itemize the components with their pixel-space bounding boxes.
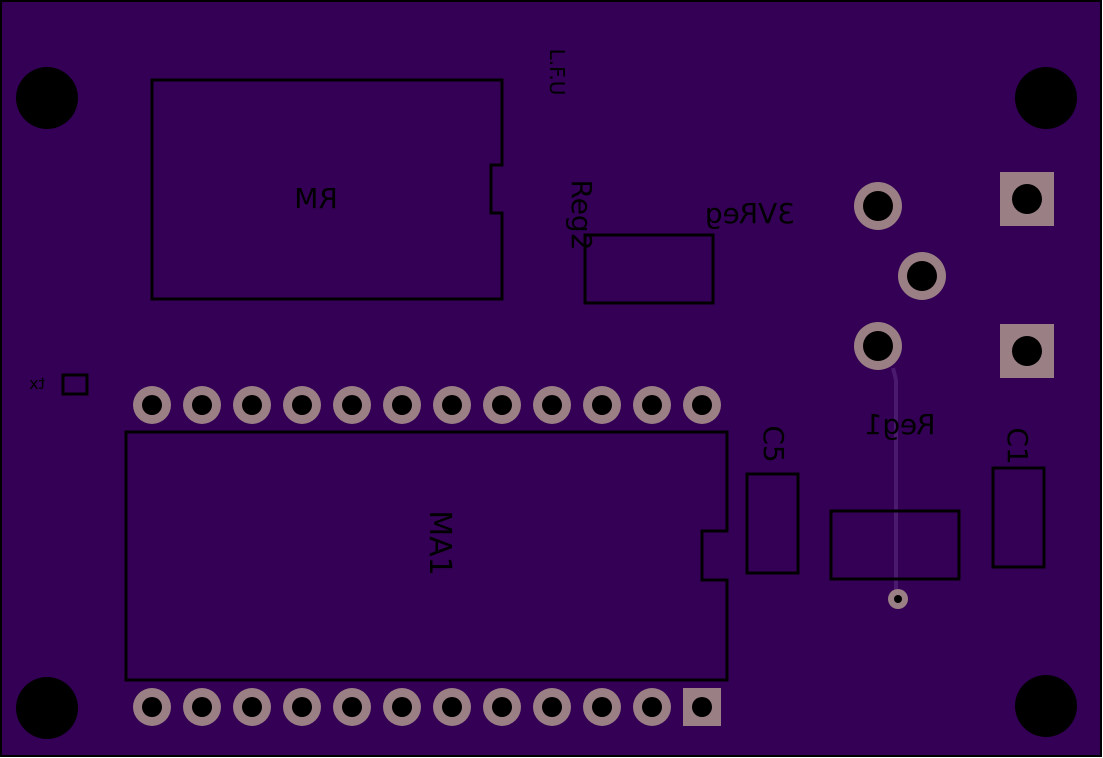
three-v-reg-label: 3VReg <box>705 197 795 230</box>
tx-label: tx <box>29 374 45 393</box>
reg-pad-1-hole <box>863 191 893 221</box>
c5-outline <box>745 472 800 575</box>
header-pin-top-1-hole <box>142 395 162 415</box>
header-row-bottom <box>133 688 721 726</box>
header-pin-bottom-10-hole <box>592 697 612 717</box>
header-pin-top-12-hole <box>692 395 712 415</box>
reg-pad-3-hole <box>863 331 893 361</box>
header-pin-top-4-hole <box>292 395 312 415</box>
header-pin-bottom-1-hole <box>142 697 162 717</box>
mounting-hole-top-left <box>16 67 78 129</box>
connector-pad-top-hole <box>1012 184 1042 214</box>
c1-outline <box>991 466 1046 569</box>
header-pin-bottom-7-hole <box>442 697 462 717</box>
reg1-label: Reg1 <box>864 408 935 441</box>
header-pin-bottom-4-hole <box>292 697 312 717</box>
header-pin-bottom-12-hole <box>692 697 712 717</box>
c5-label: C5 <box>757 425 790 462</box>
header-pin-bottom-11-hole <box>642 697 662 717</box>
rm-label: RM <box>294 182 338 215</box>
header-pin-top-9-hole <box>542 395 562 415</box>
trace-reg-to-via <box>891 367 898 600</box>
mounting-hole-top-right <box>1015 67 1077 129</box>
header-pin-top-2-hole <box>192 395 212 415</box>
header-pin-bottom-9-hole <box>542 697 562 717</box>
mounting-hole-bottom-left <box>16 677 78 739</box>
via-hole <box>894 595 902 603</box>
header-pin-top-7-hole <box>442 395 462 415</box>
header-pin-bottom-8-hole <box>492 697 512 717</box>
c1-label: C1 <box>1001 427 1034 464</box>
ma1-label: MA1 <box>422 510 457 576</box>
mounting-hole-bottom-right <box>1015 675 1077 737</box>
reg-pad-2-hole <box>907 261 937 291</box>
header-pin-top-5-hole <box>342 395 362 415</box>
header-pin-top-11-hole <box>642 395 662 415</box>
header-row-top <box>133 386 721 424</box>
reg2-outline <box>583 233 715 305</box>
header-pin-top-6-hole <box>392 395 412 415</box>
tx-marker <box>61 373 89 396</box>
header-pin-bottom-2-hole <box>192 697 212 717</box>
header-pin-top-3-hole <box>242 395 262 415</box>
header-pin-bottom-3-hole <box>242 697 262 717</box>
header-pin-top-8-hole <box>492 395 512 415</box>
reg1-round-pads <box>854 182 946 370</box>
rm-module-outline <box>150 78 504 301</box>
header-pin-top-10-hole <box>592 395 612 415</box>
header-pin-bottom-6-hole <box>392 697 412 717</box>
reg2-label: Reg2 <box>565 179 598 250</box>
ma1-module-outline <box>124 430 729 682</box>
luf-label: L.F.U <box>545 49 569 96</box>
reg1-outline <box>829 509 961 581</box>
header-pin-bottom-5-hole <box>342 697 362 717</box>
connector-pad-bottom-hole <box>1012 336 1042 366</box>
